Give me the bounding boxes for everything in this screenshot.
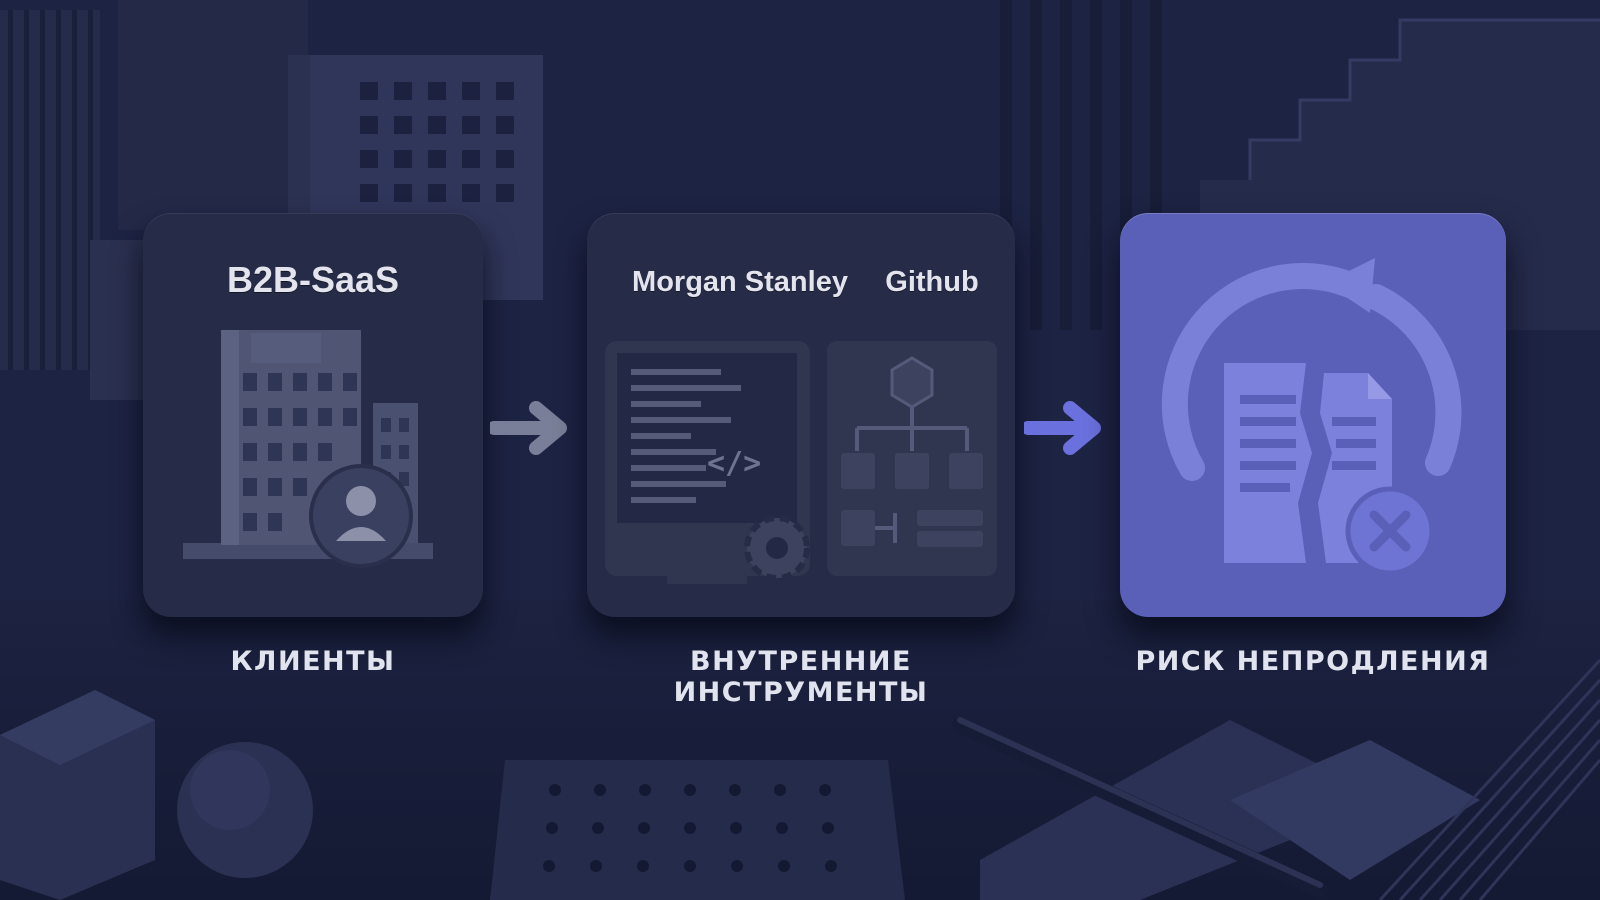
caption-clients: КЛИЕНТЫ <box>230 646 396 677</box>
arrow-right-icon <box>490 401 567 455</box>
arrow-right-icon <box>1024 401 1101 455</box>
caption-non-renewal-risk: РИСК НЕПРОДЛЕНИЯ <box>1135 646 1491 677</box>
office-building-with-user-icon <box>183 330 433 568</box>
non-renewal-risk-card <box>1120 213 1506 617</box>
tools-illustration: </> <box>605 341 997 584</box>
torn-contract-cycle-icon <box>1161 258 1462 576</box>
clients-card: B2B-SaaS <box>143 213 483 617</box>
svg-text:</>: </> <box>707 446 761 481</box>
card-title-morgan-stanley: Morgan Stanley <box>632 266 848 298</box>
card-title-b2b-saas: B2B-SaaS <box>226 259 400 300</box>
caption-internal-tools: ВНУТРЕННИЕ ИНСТРУМЕНТЫ <box>673 646 929 708</box>
code-monitor-icon: </> <box>605 341 810 584</box>
internal-tools-card: </> Morgan Stanley Github <box>587 213 1015 617</box>
hierarchy-tree-icon <box>827 341 997 576</box>
card-title-github: Github <box>885 266 979 298</box>
